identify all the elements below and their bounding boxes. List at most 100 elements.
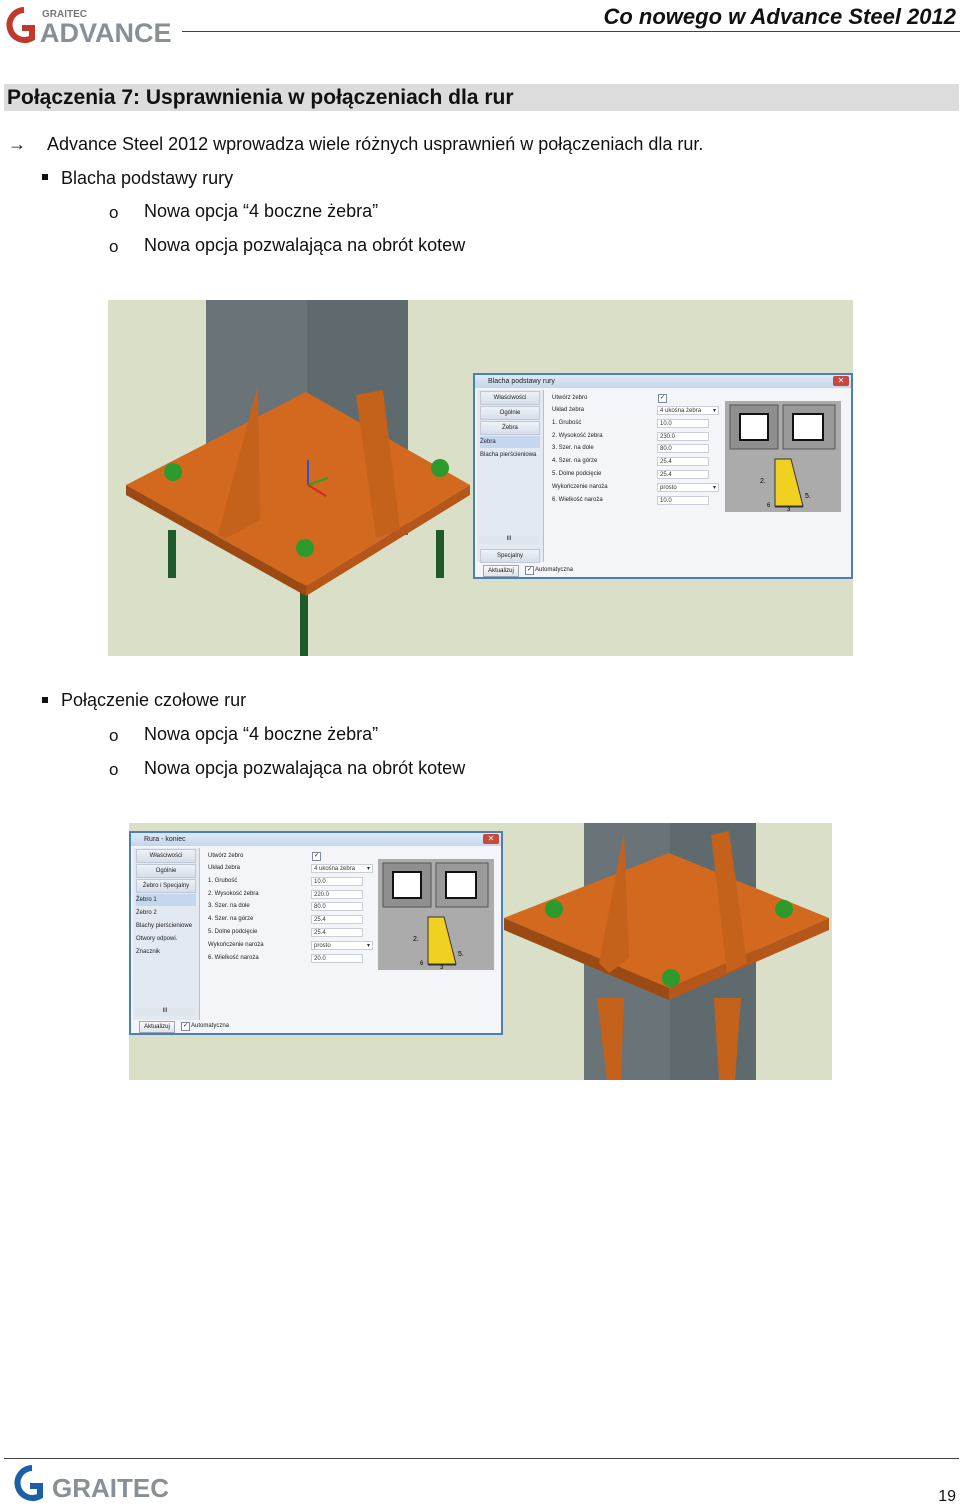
rib-layout-select[interactable]: 4 ukośna żebra xyxy=(657,406,719,416)
sub-bullet-marker: o xyxy=(109,760,119,779)
sub-bullet-marker: o xyxy=(109,237,119,256)
corner-finish-select[interactable]: prosto xyxy=(657,483,719,493)
tab-ring-plate[interactable]: Blacha pierścieniowa xyxy=(480,452,537,458)
close-icon[interactable]: ✕ xyxy=(483,834,499,844)
dim-label: 5. xyxy=(458,951,464,958)
tab-general[interactable]: Ogólnie xyxy=(480,406,540,420)
page-number: 19 xyxy=(938,1488,956,1505)
section-heading-bar xyxy=(4,84,959,111)
rib-preview-panel: 2. 5. 6 3 xyxy=(378,859,494,971)
tab-scrollbar[interactable]: III xyxy=(479,536,539,544)
dim-label: 2. xyxy=(760,478,766,485)
corner-size-input[interactable]: 10.0 xyxy=(657,496,709,505)
dim-label: 6 xyxy=(420,961,424,967)
dialog-base-plate[interactable]: Blacha podstawy rury ✕ Właściwości Ogóln… xyxy=(473,373,853,579)
sub-item-side-ribs: Nowa opcja “4 boczne żebra” xyxy=(144,724,379,744)
tab-rib-1[interactable]: Żebro 1 xyxy=(136,894,196,906)
dialog-tab-list: Właściwości Ogólnie Żebra Żebra Blacha p… xyxy=(477,390,544,563)
logo-advance-text: ADVANCE xyxy=(40,18,172,46)
dialog-titlebar: Blacha podstawy rury ✕ xyxy=(475,375,851,388)
section-title: Połączenia 7: Usprawnienia w połączeniac… xyxy=(7,86,514,109)
dialog-tube-end[interactable]: Rura - koniec ✕ Właściwości Ogólnie Żebr… xyxy=(129,831,503,1035)
thickness-input[interactable]: 10.0 xyxy=(311,877,363,886)
field-label: 4. Szer. na górze xyxy=(208,916,254,922)
update-button[interactable]: Aktualizuj xyxy=(139,1021,175,1033)
bottom-width-input[interactable]: 80.0 xyxy=(311,902,363,911)
tab-properties[interactable]: Właściwości xyxy=(480,391,540,405)
bullet-square-icon xyxy=(42,174,48,180)
bottom-cut-input[interactable]: 25.4 xyxy=(657,470,709,479)
sub-bullet-marker: o xyxy=(109,726,119,745)
field-label: Wykończenie naroża xyxy=(208,942,264,948)
field-label: 6. Wielkość naroża xyxy=(208,955,259,961)
tube-end-3d-model xyxy=(504,823,829,1080)
bullet-base-plate: Blacha podstawy rury xyxy=(61,168,234,188)
tab-scrollbar[interactable]: III xyxy=(135,1008,195,1016)
sub-item-anchor-rotation: Nowa opcja pozwalająca na obrót kotew xyxy=(144,235,466,255)
dim-label: 6 xyxy=(767,503,771,509)
tab-ribs-selected[interactable]: Żebra xyxy=(480,436,540,448)
arrow-icon: → xyxy=(8,134,26,154)
footer-rule xyxy=(4,1458,959,1459)
sub-bullet-marker: o xyxy=(109,203,119,222)
footer-logo-text: GRAITEC xyxy=(52,1473,169,1503)
base-plate-3d-model xyxy=(126,300,470,656)
bottom-cut-input[interactable]: 25.4 xyxy=(311,928,363,937)
create-rib-checkbox[interactable]: ✓ xyxy=(658,394,667,403)
dim-label: 2. xyxy=(413,936,419,943)
dialog-titlebar: Rura - koniec ✕ xyxy=(131,833,501,846)
auto-update-checkbox[interactable]: ✓ xyxy=(525,566,534,575)
dim-label: 3 xyxy=(787,507,791,512)
tab-properties[interactable]: Właściwości xyxy=(136,849,196,863)
field-label: 3. Szer. na dole xyxy=(208,903,250,909)
field-label: 6. Wielkość naroża xyxy=(552,497,603,503)
auto-update-label: Automatyczna xyxy=(535,567,574,573)
figure-base-plate: Blacha podstawy rury ✕ Właściwości Ogóln… xyxy=(108,300,853,656)
auto-update-checkbox[interactable]: ✓ xyxy=(181,1022,190,1031)
graitec-advance-logo: GRAITEC ADVANCE xyxy=(6,7,172,46)
top-width-input[interactable]: 25.4 xyxy=(311,915,363,924)
corner-finish-select[interactable]: prosto xyxy=(311,941,373,951)
field-label: Układ żebra xyxy=(552,407,585,413)
graitec-footer-logo: GRAITEC xyxy=(14,1465,169,1503)
auto-update-label: Automatyczna xyxy=(191,1023,230,1029)
rib-diagram: 2. 5. 6 3 xyxy=(382,862,489,971)
tab-ribs[interactable]: Żebra xyxy=(480,421,540,435)
update-button[interactable]: Aktualizuj xyxy=(483,565,519,577)
sub-item-side-ribs: Nowa opcja “4 boczne żebra” xyxy=(144,201,379,221)
bottom-width-input[interactable]: 80.0 xyxy=(657,444,709,453)
rib-layout-select[interactable]: 4 ukośna żebra xyxy=(311,864,373,874)
logo-graitec-text: GRAITEC xyxy=(42,9,87,20)
tab-rib-special[interactable]: Żebro i Specjalny xyxy=(136,879,196,893)
field-label: Układ żebra xyxy=(208,865,241,871)
rib-preview-panel: 2. 5. 6 3 xyxy=(725,401,841,513)
tab-special[interactable]: Specjalny xyxy=(480,549,540,563)
field-label: Utwórz żebro xyxy=(552,395,588,401)
tab-holes[interactable]: Otwory odpowi. xyxy=(136,936,178,942)
top-width-input[interactable]: 25.4 xyxy=(657,457,709,466)
bullet-tube-end: Połączenie czołowe rur xyxy=(61,690,247,710)
field-label: 1. Grubość xyxy=(552,420,582,426)
rib-height-input[interactable]: 230.0 xyxy=(657,432,709,441)
sub-item-anchor-rotation: Nowa opcja pozwalająca na obrót kotew xyxy=(144,758,466,778)
tab-ring-plates[interactable]: Blachy pierścieniowe xyxy=(136,923,193,929)
field-label: 1. Grubość xyxy=(208,878,238,884)
dialog-title: Blacha podstawy rury xyxy=(488,378,555,385)
tab-marker[interactable]: Znacznik xyxy=(136,949,161,955)
field-label: Utwórz żebro xyxy=(208,853,244,859)
field-label: 4. Szer. na górze xyxy=(552,458,598,464)
field-label: 3. Szer. na dole xyxy=(552,445,594,451)
corner-size-input[interactable]: 20.0 xyxy=(311,954,363,963)
field-label: 2. Wysokość żebra xyxy=(208,891,259,897)
rib-height-input[interactable]: 220.0 xyxy=(311,890,363,899)
field-label: 2. Wysokość żebra xyxy=(552,433,603,439)
field-label: 5. Dolne podcięcie xyxy=(552,471,602,477)
tab-rib-2[interactable]: Żebro 2 xyxy=(136,910,157,916)
close-icon[interactable]: ✕ xyxy=(833,376,849,386)
dim-label: 5. xyxy=(805,493,811,500)
create-rib-checkbox[interactable]: ✓ xyxy=(312,852,321,861)
figure-tube-end: Rura - koniec ✕ Właściwości Ogólnie Żebr… xyxy=(129,823,832,1080)
thickness-input[interactable]: 10.0 xyxy=(657,419,709,428)
dialog-title: Rura - koniec xyxy=(144,836,186,843)
tab-general[interactable]: Ogólnie xyxy=(136,864,196,878)
